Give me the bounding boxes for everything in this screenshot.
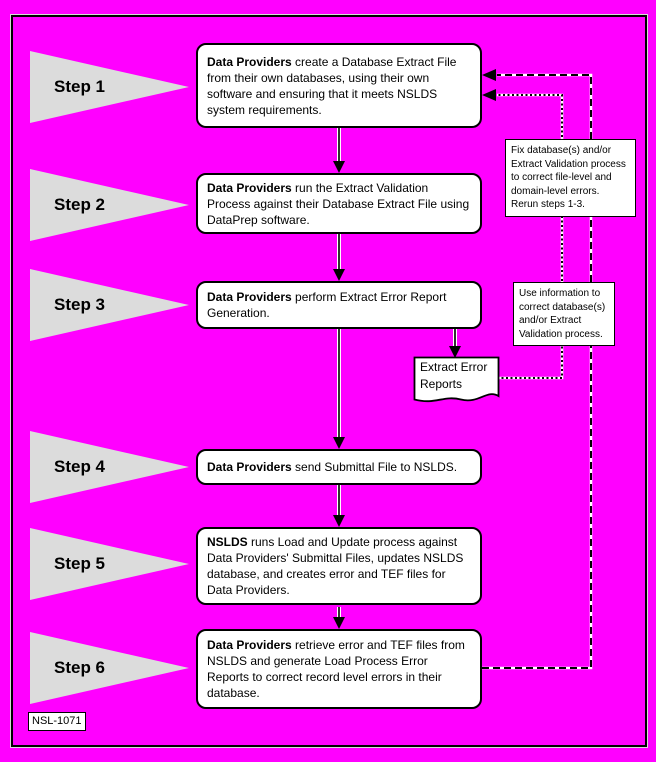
- annotation-note-2: Use information to correct database(s) a…: [513, 282, 615, 346]
- step-arrow-5: Step 5: [30, 528, 192, 600]
- process-box-body: perform Extract Error Report Generation.: [207, 290, 447, 320]
- step-arrow-6: Step 6: [30, 632, 192, 704]
- step-arrow-shape: [30, 169, 189, 241]
- process-box-lead: Data Providers: [207, 290, 292, 304]
- arrowhead-dotted-box1: [482, 89, 496, 101]
- diagram-border: [10, 14, 648, 748]
- step-arrow-4: Step 4: [30, 431, 192, 503]
- arrowhead-doc: [449, 346, 461, 358]
- feedback-dotted-stroke: [497, 94, 563, 379]
- process-box-body: retrieve error and TEF files from NSLDS …: [207, 638, 465, 700]
- step-label-6: Step 6: [54, 658, 106, 677]
- process-box-lead: NSLDS: [207, 535, 248, 549]
- arrowhead-box6: [333, 617, 345, 629]
- document-label: Extract Error Reports: [420, 360, 488, 391]
- process-box-text: Data Providers create a Database Extract…: [207, 54, 471, 118]
- process-box-text: Data Providers perform Extract Error Rep…: [207, 289, 471, 321]
- process-box-text: NSLDS runs Load and Update process again…: [207, 534, 471, 598]
- step-arrow-shape: [30, 632, 189, 704]
- step-label-2: Step 2: [54, 195, 106, 214]
- process-box-lead: Data Providers: [207, 638, 292, 652]
- arrowhead-box5: [333, 515, 345, 527]
- process-box-lead: Data Providers: [207, 460, 292, 474]
- process-box-lead: Data Providers: [207, 54, 292, 69]
- process-box-text: Data Providers run the Extract Validatio…: [207, 180, 471, 228]
- process-box-body: runs Load and Update process against Dat…: [207, 535, 464, 597]
- step-label-3: Step 3: [54, 295, 106, 314]
- step-arrow-shape: [30, 431, 189, 503]
- arrowhead-dashed-box1: [482, 69, 496, 81]
- arrowhead-box3: [333, 269, 345, 281]
- step-arrow-shape: [30, 269, 189, 341]
- document-shape: Extract Error Reports: [413, 356, 501, 406]
- process-box-5: NSLDS runs Load and Update process again…: [196, 527, 482, 605]
- figure-label: NSL-1071: [28, 712, 86, 731]
- feedback-dashed-stroke: [482, 74, 592, 669]
- process-box-6: Data Providers retrieve error and TEF fi…: [196, 629, 482, 709]
- process-box-body: send Submittal File to NSLDS.: [291, 460, 458, 474]
- process-box-1: Data Providers create a Database Extract…: [196, 43, 482, 128]
- process-box-lead: Data Providers: [207, 180, 292, 195]
- step-label-5: Step 5: [54, 554, 106, 573]
- document-shape-outline: [413, 356, 500, 403]
- process-box-text: Data Providers retrieve error and TEF fi…: [207, 637, 471, 701]
- step-arrow-1: Step 1: [30, 51, 192, 123]
- arrowhead-box4: [333, 437, 345, 449]
- process-box-body: create a Database Extract File from thei…: [207, 54, 457, 117]
- process-box-2: Data Providers run the Extract Validatio…: [196, 173, 482, 234]
- arrowhead-box2: [333, 161, 345, 173]
- process-box-body: run the Extract Validation Process again…: [207, 180, 470, 227]
- process-box-3: Data Providers perform Extract Error Rep…: [196, 281, 482, 329]
- step-label-1: Step 1: [54, 77, 106, 96]
- step-label-4: Step 4: [54, 457, 106, 476]
- feedback-dashed-line: [482, 69, 593, 670]
- step-arrow-shape: [30, 51, 189, 123]
- step-arrow-3: Step 3: [30, 269, 192, 341]
- step-arrow-2: Step 2: [30, 169, 192, 241]
- flow-arrow-lines: [338, 128, 456, 618]
- process-box-text: Data Providers send Submittal File to NS…: [207, 459, 457, 475]
- flow-arrows: [333, 128, 461, 629]
- process-box-4: Data Providers send Submittal File to NS…: [196, 449, 482, 485]
- feedback-dotted-line: [482, 89, 564, 380]
- annotation-note-1: Fix database(s) and/or Extract Validatio…: [505, 139, 636, 217]
- step-arrow-shape: [30, 528, 189, 600]
